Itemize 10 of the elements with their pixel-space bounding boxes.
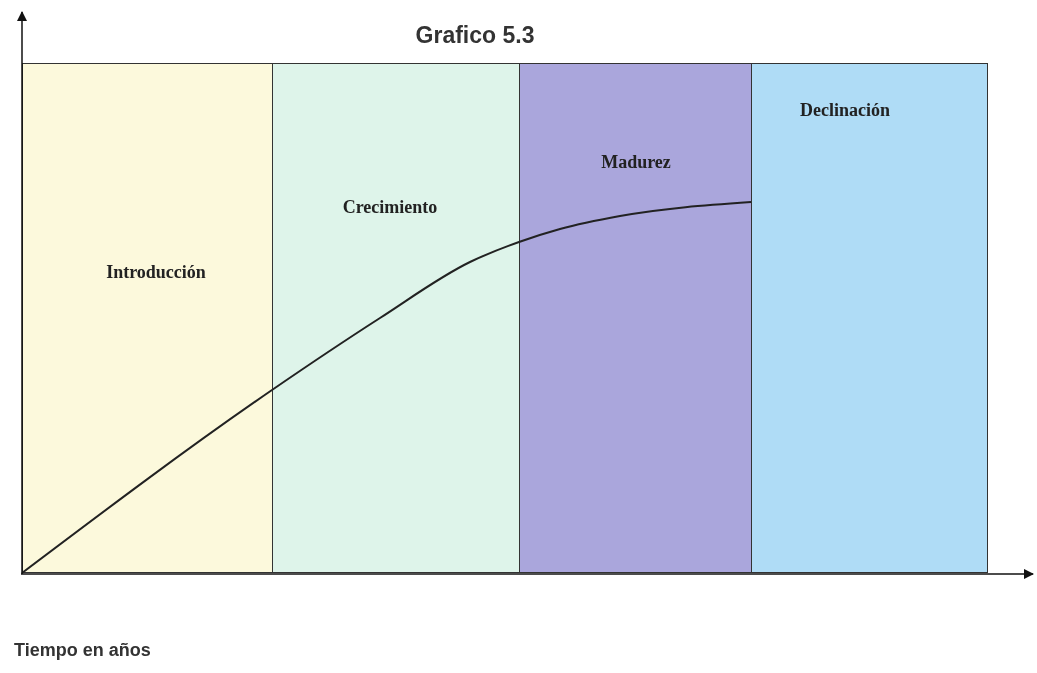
axis-label: Tiempo en años (14, 640, 151, 661)
phase-band (751, 63, 988, 573)
phase-label: Introducción (106, 262, 206, 283)
phase-label: Crecimiento (342, 197, 438, 218)
phase-band (22, 63, 273, 573)
phase-label: Declinación (800, 100, 890, 121)
phase-band (519, 63, 752, 573)
phase-label: Madurez (601, 152, 671, 173)
phase-band (272, 63, 520, 573)
chart-title: Grafico 5.3 (414, 22, 536, 49)
